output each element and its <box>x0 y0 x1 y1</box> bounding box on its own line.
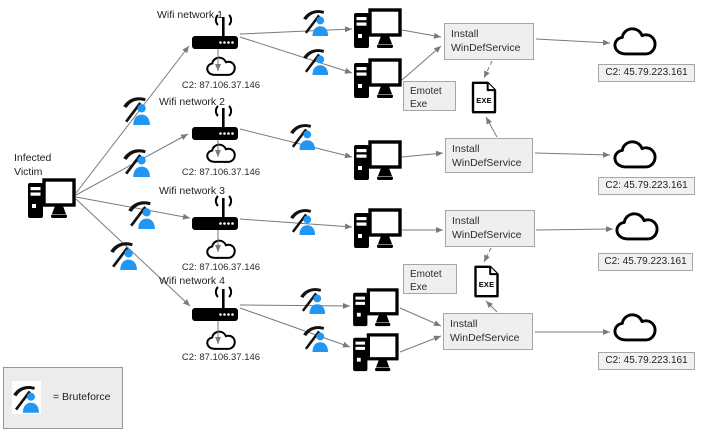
exe-file-label: EXE <box>478 280 495 289</box>
arrow-pc2-to-install1 <box>401 45 442 81</box>
arrow-router1-to-pc2 <box>239 36 353 74</box>
bruteforce-icon <box>13 386 39 413</box>
install-windefservice-box: Install WinDefService <box>445 210 535 247</box>
emotet-exe-box: Emotet Exe <box>403 264 457 294</box>
arrow-connectors <box>75 26 614 353</box>
router2-c2-label: C2: 87.106.37.146 <box>181 167 261 178</box>
router4-c2-label: C2: 87.106.37.146 <box>181 352 261 363</box>
c2-server-label-box: C2: 45.79.223.161 <box>598 352 695 370</box>
install-windefservice-box: Install WinDefService <box>444 23 534 60</box>
router1-c2-label: C2: 87.106.37.146 <box>181 80 261 91</box>
arrow-router3-to-pc <box>239 218 353 230</box>
router-c2-cloud-icon <box>206 330 236 350</box>
desktop-computer-icon <box>354 140 402 182</box>
bruteforce-icon <box>302 8 330 36</box>
arrow-install4-to-exe2 <box>485 300 498 313</box>
install-windefservice-box: Install WinDefService <box>445 138 533 173</box>
arrow-router4-to-pc1 <box>239 302 351 309</box>
arrow-install2-to-c2cloud2 <box>534 151 611 158</box>
arrow-victim-to-router4 <box>75 198 191 307</box>
c2-server-cloud-icon <box>613 27 657 56</box>
desktop-computer-icon <box>354 8 402 50</box>
bruteforce-icon <box>109 240 139 270</box>
arrow-pc1-to-install4 <box>399 307 442 327</box>
bruteforce-icon <box>289 207 317 235</box>
bruteforce-icon <box>302 324 330 352</box>
arrow-install2-to-exe1 <box>485 116 498 138</box>
wifi-router-icon <box>192 195 238 231</box>
bruteforce-icon <box>302 47 330 75</box>
bruteforce-icon <box>122 147 152 177</box>
arrow-router4-to-pc2 <box>239 307 351 348</box>
arrow-pc1-to-install1 <box>401 29 442 39</box>
wifi-network-1-label: Wifi network 1 <box>157 9 223 21</box>
exe-file-label: EXE <box>476 96 492 105</box>
wifi-network-2-label: Wifi network 2 <box>159 96 225 108</box>
desktop-computer-icon <box>354 208 402 250</box>
infected-victim-label: Infected Victim <box>14 152 52 178</box>
arrow-install1-to-c2cloud1 <box>535 38 611 46</box>
c2-server-cloud-icon <box>613 313 657 342</box>
wifi-router-icon <box>192 286 238 322</box>
arrow-router1-to-pc1 <box>239 26 353 35</box>
arrow-install3-to-exe2 <box>483 247 492 263</box>
c2-server-label-box: C2: 45.79.223.161 <box>598 64 695 82</box>
emotet-exe-box: Emotet Exe <box>403 81 456 111</box>
wifi-network-3-label: Wifi network 3 <box>159 185 225 197</box>
c2-server-label-box: C2: 45.79.223.161 <box>598 177 695 195</box>
router-c2-cloud-icon <box>206 56 236 76</box>
bruteforce-icon <box>127 199 157 229</box>
arrow-install3-to-c2cloud3 <box>535 226 614 233</box>
install-windefservice-box: Install WinDefService <box>443 313 533 350</box>
infected-victim-computer-icon <box>28 178 76 220</box>
router3-c2-label: C2: 87.106.37.146 <box>181 262 261 273</box>
bruteforce-icon <box>289 122 317 150</box>
legend-icon-chip <box>12 381 41 414</box>
wifi-network-4-label: Wifi network 4 <box>159 275 225 287</box>
router-c2-cloud-icon <box>206 143 236 163</box>
c2-server-cloud-icon <box>613 140 657 169</box>
router-c2-cloud-icon <box>206 239 236 259</box>
c2-server-cloud-icon <box>615 212 659 241</box>
wifi-router-icon <box>192 105 238 141</box>
legend-label: = Bruteforce <box>53 391 111 403</box>
bruteforce-icon <box>299 286 327 314</box>
arrow-pc-to-install2 <box>401 150 444 158</box>
c2-server-label-box: C2: 45.79.223.161 <box>598 253 693 271</box>
desktop-computer-icon <box>352 288 399 328</box>
legend-box: = Bruteforce <box>3 367 123 429</box>
arrow-victim-to-router1 <box>75 45 190 194</box>
desktop-computer-icon <box>352 333 399 373</box>
arrow-pc2-to-install4 <box>399 335 442 353</box>
desktop-computer-icon <box>354 58 402 100</box>
arrow-install1-to-exe1 <box>483 60 493 79</box>
